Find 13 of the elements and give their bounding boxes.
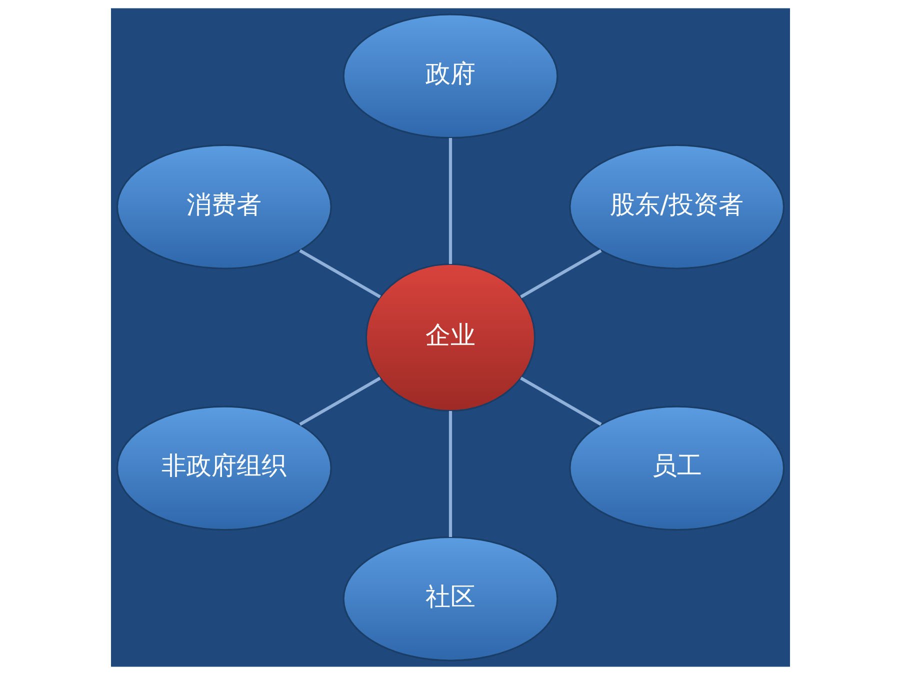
connector — [298, 249, 380, 298]
connector — [448, 138, 452, 264]
connector — [520, 249, 602, 298]
connector — [298, 376, 380, 426]
node-ellipse: 员工 — [568, 406, 784, 531]
connector — [520, 376, 602, 426]
node-ellipse: 企业 — [364, 263, 536, 412]
node-ellipse: 消费者 — [116, 144, 332, 270]
node-ellipse: 政府 — [342, 14, 558, 139]
node-ellipse: 非政府组织 — [116, 406, 332, 531]
node-ellipse: 社区 — [342, 536, 558, 662]
node-ellipse: 股东/投资者 — [568, 144, 784, 270]
connector — [448, 411, 452, 537]
